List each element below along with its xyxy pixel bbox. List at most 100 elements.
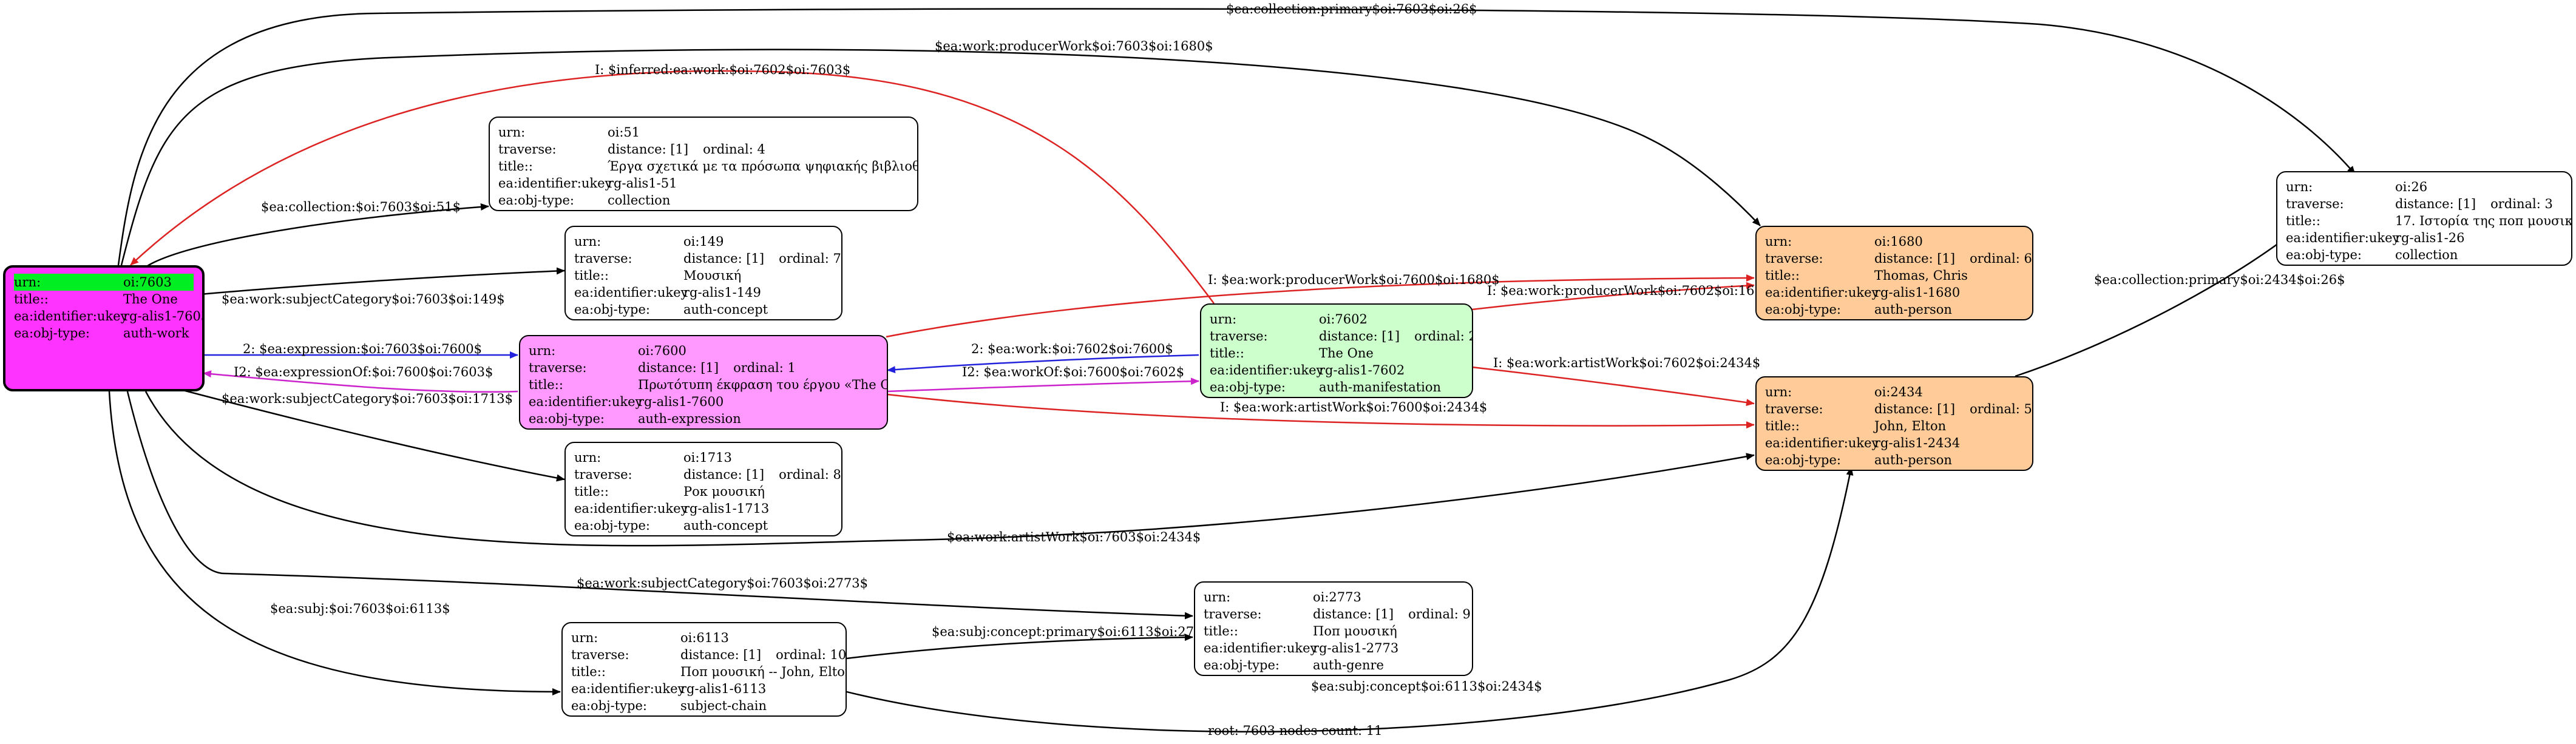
edge-label: $ea:collection:primary$oi:2434$oi:26$	[2094, 272, 2345, 287]
node-key: traverse:	[1765, 402, 1823, 416]
edge-label: I: $ea:work:producerWork$oi:7602$oi:1680…	[1487, 283, 1779, 298]
node-ordinal: ordinal: 5	[1970, 402, 2032, 416]
node-value: Ροκ μουσική	[683, 484, 765, 499]
node-row: title::Μουσική	[574, 267, 833, 284]
node-value: distance: [1]	[683, 251, 765, 266]
node-value: rg-alis1-7602	[1319, 363, 1405, 377]
node-row: ea:obj-type:subject-chain	[571, 697, 837, 714]
node-row: urn:oi:7603	[14, 274, 194, 291]
node-value: Πρωτότυπη έκφραση του έργου «The One»	[638, 377, 888, 392]
node-value: The One	[1319, 346, 1374, 360]
node-row: ea:obj-type:auth-manifestation	[1210, 379, 1463, 396]
node-key: ea:obj-type:	[1765, 453, 1841, 467]
edge-7600-2434	[887, 393, 1755, 429]
edge-6113-2773	[846, 634, 1193, 660]
node-key: ea:identifier:ukey	[574, 501, 688, 516]
node-value: distance: [1]	[638, 360, 719, 375]
node-row: title::Ροκ μουσική	[574, 483, 833, 500]
edge-inferred-7602-7603	[130, 70, 1215, 304]
edge-7602-2434	[1471, 366, 1755, 407]
node-ordinal: ordinal: 3	[2490, 197, 2553, 211]
edge-7602-7600	[887, 354, 1199, 374]
edge-label: $ea:work:subjectCategory$oi:7603$oi:2773…	[577, 576, 868, 590]
edge-7603-149	[200, 267, 565, 296]
node-key: urn:	[2286, 180, 2313, 194]
node-key: urn:	[574, 450, 602, 465]
node-row: urn:oi:26	[2286, 178, 2563, 195]
node-row: ea:obj-type: auth-person	[1765, 451, 2024, 468]
node-key: urn:	[1210, 312, 1237, 326]
edge-label: $ea:work:artistWork$oi:7603$oi:2434$	[947, 530, 1201, 544]
node-key: title::	[571, 665, 606, 679]
node-row: traverse:distance: [1]ordinal: 6	[1765, 250, 2032, 267]
node-value: rg-alis1-149	[683, 285, 761, 300]
edge-label: 2: $ea:expression:$oi:7603$oi:7600$	[243, 342, 482, 356]
node-row: ea:obj-type:collection	[2286, 246, 2563, 263]
edge-7603-1680	[120, 49, 1761, 266]
edge-7600-1680	[886, 274, 1755, 338]
node-key: ea:obj-type:	[1765, 302, 1841, 317]
node-key: traverse:	[2286, 197, 2344, 211]
node-key: ea:obj-type:	[529, 411, 605, 426]
node-value: auth-expression	[638, 411, 741, 426]
node-key: urn:	[571, 631, 598, 645]
node-row: traverse:distance: [1]ordinal: 5	[1765, 401, 2032, 418]
node-row: traverse:distance: [1]ordinal: 7	[574, 250, 841, 267]
edge-7603-26	[117, 8, 2356, 266]
node-value: auth-concept	[683, 518, 768, 533]
node-value: rg-alis1-2773	[1313, 641, 1399, 655]
node-value: distance: [1]	[680, 648, 762, 662]
node-value: oi:2434	[1874, 385, 1923, 399]
node-key: ea:identifier:ukey	[498, 176, 612, 191]
edge-label: $ea:collection:primary$oi:7603$oi:26$	[1226, 2, 1477, 16]
node-value: oi:6113	[680, 631, 729, 645]
node-key: traverse:	[574, 251, 632, 266]
node-key: title::	[574, 268, 609, 283]
node-key: traverse:	[1210, 329, 1268, 343]
node-value: auth-person	[1874, 453, 1952, 467]
node-row: urn:oi:149	[574, 233, 833, 250]
node-key: ea:identifier:ukey	[2286, 231, 2400, 245]
node-row: title::Thomas, Chris	[1765, 267, 2024, 284]
node-key: title::	[574, 484, 609, 499]
edge-7603-2773	[126, 391, 1193, 620]
node-ordinal: ordinal: 2	[1414, 329, 1473, 343]
node-value: Ποπ μουσική -- John, Elton	[680, 665, 847, 679]
node-row: urn:oi:2773	[1204, 589, 1463, 606]
node-key: urn:	[574, 234, 602, 249]
node-row: ea:obj-type: auth-expression	[529, 410, 878, 427]
node-row: traverse:distance: [1]ordinal: 3	[2286, 195, 2563, 212]
node-row: traverse:distance: [1]ordinal: 8	[574, 466, 841, 483]
node-key: ea:identifier:ukey	[1765, 436, 1879, 450]
node-key: ea:identifier:ukey	[1210, 363, 1324, 377]
node-value: oi:1713	[683, 450, 732, 465]
edge-7602-1680	[1471, 282, 1755, 311]
node-row: ea:obj-type:collection	[498, 192, 909, 209]
node-key: title::	[1765, 268, 1800, 283]
node-value: distance: [1]	[1313, 607, 1394, 621]
node-ordinal: ordinal: 10	[776, 648, 847, 662]
node-value: auth-genre	[1313, 658, 1384, 672]
edge-7603-6113	[108, 391, 561, 695]
node-ordinal: ordinal: 1	[733, 360, 796, 375]
node-key: urn:	[1765, 234, 1792, 249]
edge-6113-2434	[846, 467, 1854, 732]
node-value: rg-alis1-7600	[638, 394, 724, 409]
node-row: title::17. Ιστορία της ποπ μουσικής	[2286, 212, 2571, 229]
node-row: title::The One	[1210, 345, 1463, 362]
